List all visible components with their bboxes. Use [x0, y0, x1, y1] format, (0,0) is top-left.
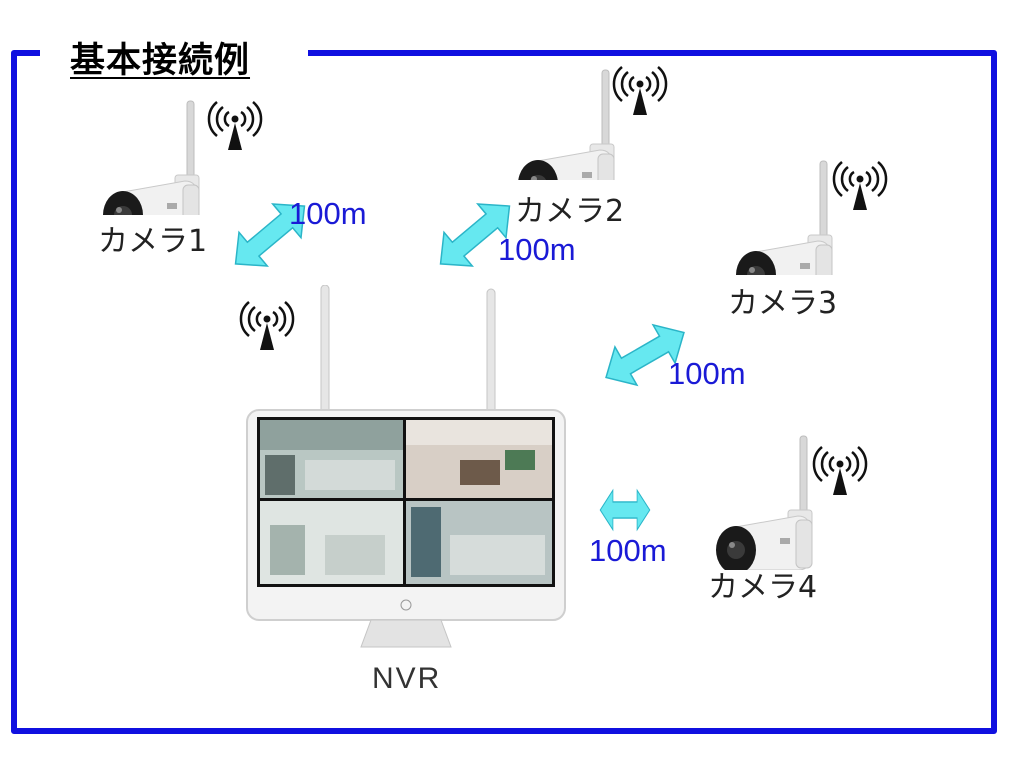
- camera-2-wifi-icon: [612, 65, 668, 117]
- title-gap: [40, 40, 308, 68]
- diagram-frame: [11, 50, 997, 734]
- nvr-monitor-icon: [246, 285, 566, 648]
- nvr-label: NVR: [372, 662, 442, 695]
- camera-2-label: カメラ2: [515, 194, 625, 229]
- distance-label-2: 100m: [498, 232, 576, 267]
- camera-4-label: カメラ4: [708, 570, 818, 605]
- link-arrow-4: [599, 489, 651, 531]
- camera-1-label: カメラ1: [98, 224, 208, 259]
- camera-1-wifi-icon: [207, 100, 263, 152]
- camera-3-label: カメラ3: [728, 286, 838, 321]
- distance-label-3: 100m: [668, 356, 746, 391]
- distance-label-1: 100m: [289, 196, 367, 231]
- diagram-title: 基本接続例: [70, 41, 251, 81]
- camera-3-wifi-icon: [832, 160, 888, 212]
- distance-label-4: 100m: [589, 533, 667, 568]
- camera-4-wifi-icon: [812, 445, 868, 497]
